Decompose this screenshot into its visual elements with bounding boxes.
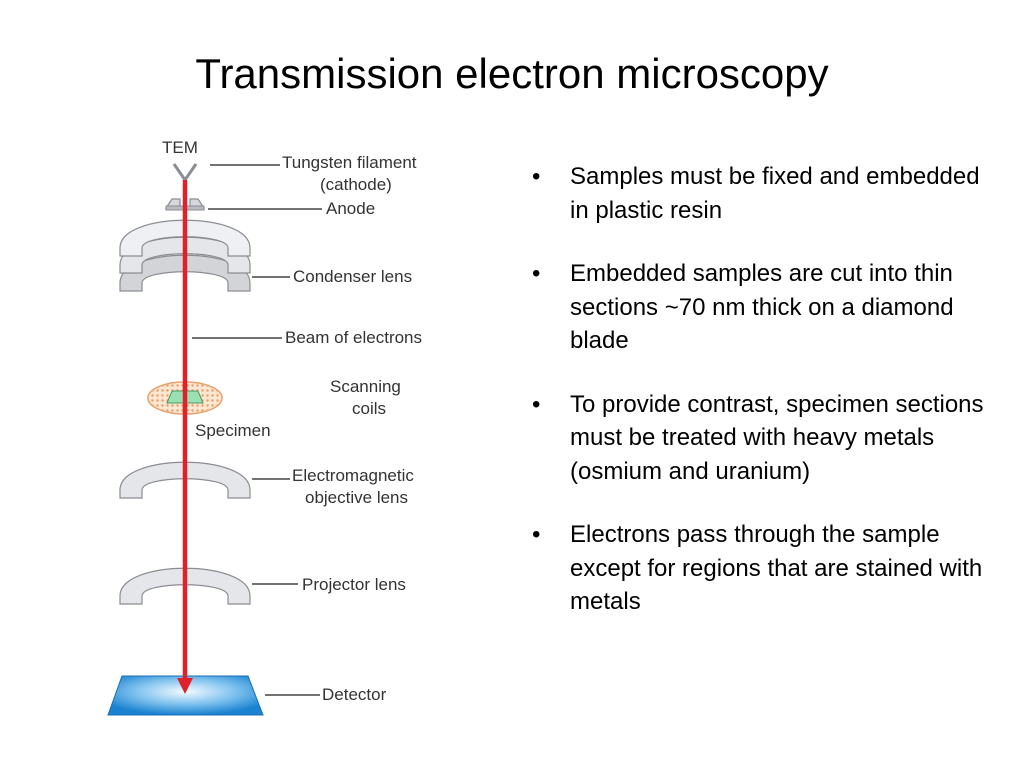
label-specimen: Specimen	[195, 421, 271, 440]
detector	[107, 675, 264, 716]
label-scanning: Scanning	[330, 377, 401, 396]
diagram-heading: TEM	[162, 138, 198, 157]
label-objective-lens: objective lens	[305, 488, 408, 507]
label-condenser-lens: Condenser lens	[293, 267, 412, 286]
slide-title: Transmission electron microscopy	[195, 50, 829, 97]
label-beam-of-electrons: Beam of electrons	[285, 328, 422, 347]
objective-lens	[119, 461, 251, 499]
condenser-lens	[119, 219, 251, 292]
bullet-item: Embedded samples are cut into thin secti…	[530, 257, 1000, 358]
leader-lines	[192, 164, 322, 696]
label-electromagnetic: Electromagnetic	[292, 466, 414, 485]
tungsten-filament	[172, 163, 198, 183]
bullet-item: To provide contrast, specimen sections m…	[530, 388, 1000, 489]
electron-beam	[177, 180, 193, 694]
tem-diagram: TEM	[107, 138, 422, 716]
label-coils: coils	[352, 399, 386, 418]
label-detector: Detector	[322, 685, 387, 704]
bullet-list: Samples must be fixed and embedded in pl…	[530, 160, 1000, 649]
label-anode: Anode	[326, 199, 375, 218]
bullet-item: Samples must be fixed and embedded in pl…	[530, 160, 1000, 227]
projector-lens	[119, 567, 251, 605]
label-tungsten-filament: Tungsten filament	[282, 153, 417, 172]
label-projector-lens: Projector lens	[302, 575, 406, 594]
label-cathode: (cathode)	[320, 175, 392, 194]
bullet-item: Electrons pass through the sample except…	[530, 518, 1000, 619]
